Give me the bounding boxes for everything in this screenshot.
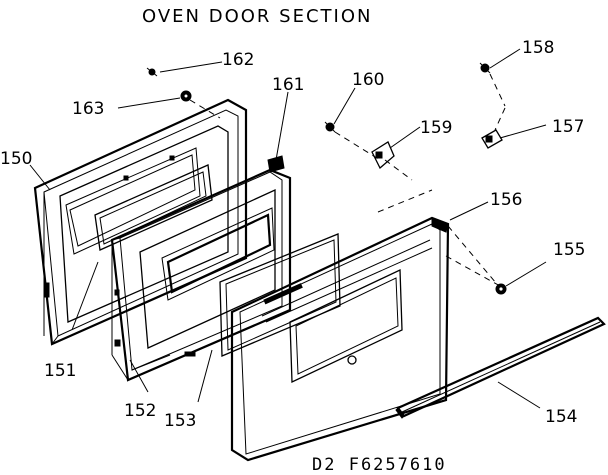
callout-160: 160 (352, 70, 384, 90)
callout-154: 154 (545, 407, 577, 427)
part-162-screw (146, 67, 158, 77)
callout-156: 156 (490, 190, 522, 210)
part-158-screw (479, 62, 491, 74)
callout-150: 150 (0, 149, 32, 169)
document-reference: D2 F6257610 (312, 455, 447, 475)
part-155-screw (495, 283, 507, 295)
part-160-screw (324, 121, 336, 133)
callout-151: 151 (44, 361, 76, 381)
callout-155: 155 (553, 240, 585, 260)
part-151-glass-pane (94, 164, 213, 251)
diagram-title: OVEN DOOR SECTION (142, 6, 372, 27)
callout-161: 161 (272, 75, 304, 95)
callout-159: 159 (420, 118, 452, 138)
callout-163: 163 (72, 99, 104, 119)
part-154-trim-strip (395, 316, 606, 419)
callout-152: 152 (124, 401, 156, 421)
part-157-hinge-clip (481, 129, 503, 149)
part-150-outer-frame (33, 98, 248, 346)
part-159-hinge-bracket (371, 141, 395, 170)
assembly-dashed-lines (189, 73, 506, 287)
callout-153: 153 (164, 411, 196, 431)
callout-158: 158 (522, 38, 554, 58)
callout-162: 162 (222, 50, 254, 70)
part-152-inner-liner (110, 155, 292, 382)
part-153-inner-glass (219, 233, 341, 357)
part-156-outer-door-panel (230, 216, 450, 462)
part-163-washer (180, 90, 192, 102)
callout-157: 157 (552, 117, 584, 137)
callout-leader-lines (29, 48, 547, 409)
